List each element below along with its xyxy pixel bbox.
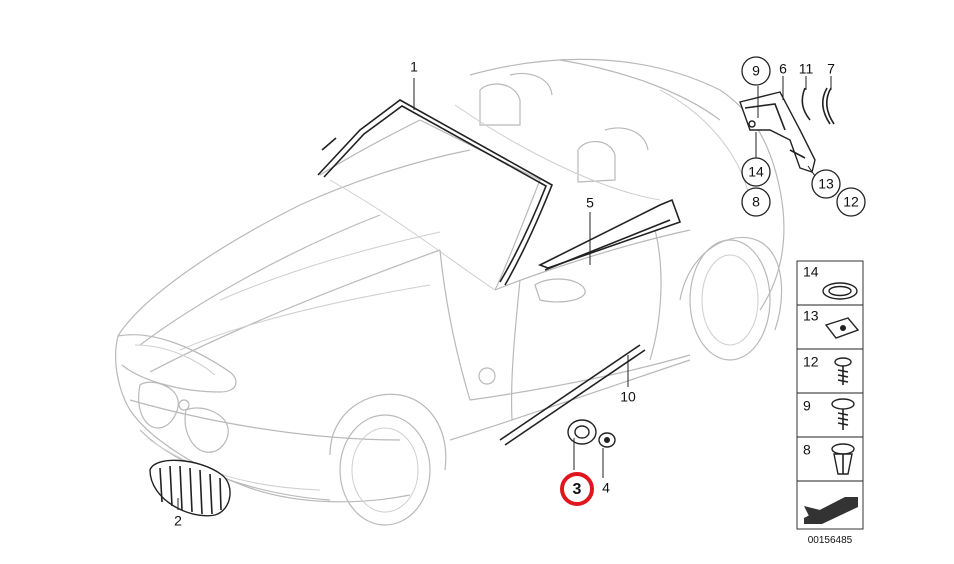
part-6-rear-bracket xyxy=(739,91,816,173)
callout-2: 2 xyxy=(174,513,182,529)
legend-label-12: 12 xyxy=(803,354,819,370)
legend-panel: 14 13 12 9 8 xyxy=(796,260,864,530)
legend-label-9: 9 xyxy=(803,398,811,414)
leader-lines xyxy=(177,76,832,510)
washer-screw-icon xyxy=(831,398,855,430)
callout-8-circle: 8 xyxy=(741,187,771,217)
legend-label-8: 8 xyxy=(803,442,811,458)
part-4-nut xyxy=(598,432,616,448)
callout-12-circle: 12 xyxy=(836,187,866,217)
part-5-door-trim xyxy=(538,198,682,271)
callout-10: 10 xyxy=(620,389,636,405)
callout-13-circle: 13 xyxy=(811,169,841,199)
rivet-icon xyxy=(831,443,855,475)
callout-3-highlight[interactable]: 3 xyxy=(560,472,594,506)
callout-14-circle: 14 xyxy=(741,157,771,187)
part-10-sill-strip xyxy=(499,344,646,446)
callout-6: 6 xyxy=(779,61,787,77)
callout-12: 12 xyxy=(843,194,859,210)
callout-9-circle: 9 xyxy=(741,56,771,86)
car-body-outline xyxy=(115,58,785,526)
callout-11: 11 xyxy=(799,61,814,77)
part-11-strip xyxy=(801,87,811,121)
callout-1: 1 xyxy=(410,59,418,75)
legend-label-14: 14 xyxy=(803,264,819,280)
callout-4: 4 xyxy=(602,480,610,496)
diagram-id: 00156485 xyxy=(808,535,853,546)
legend-label-13: 13 xyxy=(803,308,819,324)
callout-13: 13 xyxy=(818,176,834,192)
arrow-icon xyxy=(804,497,858,524)
ring-icon xyxy=(822,282,858,300)
part-7-strip xyxy=(821,87,835,125)
part-2-kidney-grille xyxy=(149,459,231,517)
callout-14: 14 xyxy=(748,164,764,180)
callout-8: 8 xyxy=(752,194,760,210)
callout-3[interactable]: 3 xyxy=(573,481,582,498)
clip-nut-icon xyxy=(824,317,860,339)
screw-icon xyxy=(834,357,852,385)
part-1-windshield-seal xyxy=(317,99,554,286)
callout-7: 7 xyxy=(827,61,835,77)
part-3-clip xyxy=(567,419,597,445)
callout-9: 9 xyxy=(752,63,760,79)
callout-5: 5 xyxy=(586,195,594,211)
